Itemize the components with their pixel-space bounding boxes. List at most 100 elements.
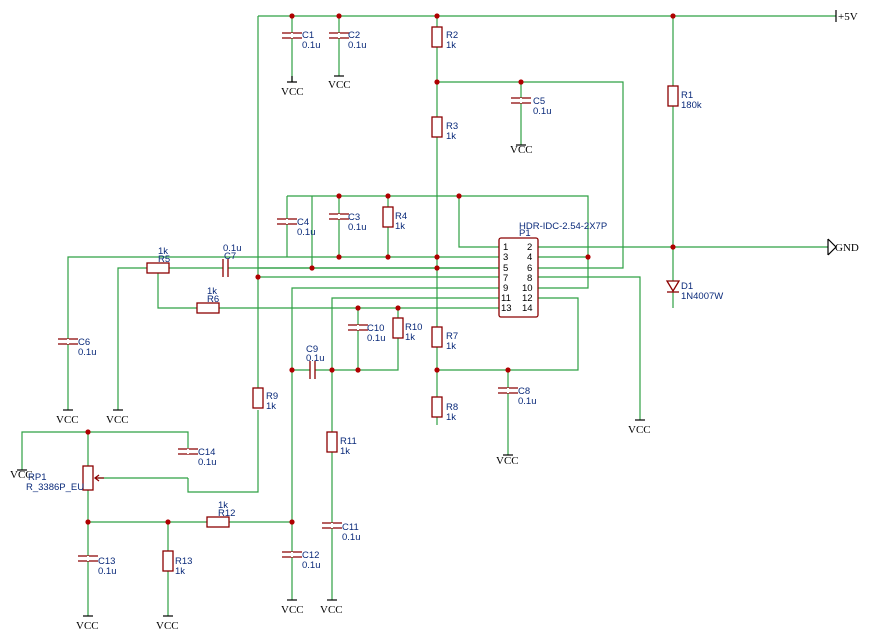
resistor-ref: R9 bbox=[266, 391, 278, 402]
resistor-r10[interactable]: R10 1k bbox=[392, 317, 422, 343]
junction bbox=[309, 265, 315, 271]
plus5v-port: +5V bbox=[835, 10, 858, 23]
potentiometer-rp1[interactable]: RP1 R_3386P_EU bbox=[26, 465, 104, 493]
junction bbox=[289, 367, 295, 373]
resistor-body bbox=[431, 326, 443, 348]
resistor-r11[interactable]: R11 1k bbox=[326, 431, 357, 457]
junction bbox=[355, 305, 361, 311]
gnd-symbol bbox=[827, 238, 837, 256]
capacitor-c10[interactable]: C10 0.1u bbox=[348, 323, 386, 344]
junction bbox=[385, 254, 391, 260]
resistor-r1[interactable]: R1 180k bbox=[667, 85, 702, 111]
resistor-r5[interactable]: 1k R5 bbox=[146, 246, 170, 274]
resistor-value: 1k bbox=[266, 401, 276, 412]
pin-number: 14 bbox=[522, 303, 533, 314]
junction bbox=[165, 519, 171, 525]
resistor-body bbox=[146, 262, 170, 274]
resistor-ref: R4 bbox=[395, 211, 407, 222]
capacitor-plates bbox=[222, 259, 229, 277]
capacitor-c6[interactable]: C6 0.1u bbox=[58, 337, 97, 358]
capacitor-ref: C9 bbox=[306, 344, 318, 355]
capacitor-ref: C13 bbox=[98, 556, 115, 567]
vcc-label: VCC bbox=[56, 414, 79, 426]
resistor-body bbox=[667, 85, 679, 107]
pin-number: 4 bbox=[527, 252, 532, 263]
resistor-r3[interactable]: R3 1k bbox=[431, 116, 458, 142]
resistor-r12[interactable]: 1k R12 bbox=[206, 500, 235, 528]
vcc-symbol-c8: VCC bbox=[496, 454, 519, 467]
resistor-ref: R11 bbox=[340, 436, 357, 447]
junction bbox=[329, 367, 335, 373]
capacitor-value: 0.1u bbox=[348, 222, 367, 233]
wire-pin3-left bbox=[67, 256, 499, 410]
capacitor-c8[interactable]: C8 0.1u bbox=[498, 386, 537, 407]
capacitor-c9[interactable]: C9 0.1u bbox=[306, 344, 325, 379]
capacitor-c3[interactable]: C3 0.1u bbox=[329, 212, 367, 233]
resistor-value: 1k bbox=[175, 566, 185, 577]
junctions bbox=[85, 13, 676, 525]
capacitor-value: 0.1u bbox=[533, 106, 552, 117]
wire-pin9 bbox=[291, 287, 499, 600]
wire-c10-r10 bbox=[357, 308, 399, 371]
capacitor-value: 0.1u bbox=[98, 566, 117, 577]
vcc-symbol-c12: VCC bbox=[281, 599, 304, 616]
pot-body bbox=[82, 465, 94, 491]
resistor-value: 1k bbox=[405, 332, 415, 343]
resistor-r8[interactable]: R8 1k bbox=[431, 396, 458, 423]
vcc-label: VCC bbox=[510, 144, 533, 156]
capacitor-value: 0.1u bbox=[518, 396, 537, 407]
resistor-r9[interactable]: R9 1k bbox=[252, 387, 278, 412]
pot-ref: RP1 bbox=[28, 472, 46, 483]
wire-pin1 bbox=[458, 196, 499, 248]
resistor-ref: R3 bbox=[446, 121, 458, 132]
vcc-symbol-c5: VCC bbox=[510, 144, 533, 156]
resistor-r13[interactable]: R13 1k bbox=[162, 550, 192, 577]
resistor-value: 1k bbox=[218, 500, 228, 511]
capacitor-c2[interactable]: C2 0.1u bbox=[329, 30, 367, 51]
resistor-value: 1k bbox=[446, 131, 456, 142]
capacitor-c4[interactable]: C4 0.1u bbox=[277, 217, 316, 238]
capacitor-ref: C5 bbox=[533, 96, 545, 107]
capacitor-ref: C8 bbox=[518, 386, 530, 397]
connector-p1[interactable]: P1 HDR-IDC-2.54-2X7P 1 2 3 4 5 6 7 8 9 1… bbox=[498, 221, 607, 318]
pin-number: 13 bbox=[501, 303, 512, 314]
resistor-body bbox=[326, 431, 338, 453]
resistor-r4[interactable]: R4 1k bbox=[382, 206, 407, 232]
resistor-ref: R8 bbox=[446, 402, 458, 413]
resistor-value: 1k bbox=[446, 341, 456, 352]
pot-wiper-arrow bbox=[93, 474, 104, 482]
capacitor-c12[interactable]: C12 0.1u bbox=[282, 550, 321, 571]
capacitor-ref: C14 bbox=[198, 447, 215, 458]
diode-d1[interactable]: D1 1N4007W bbox=[665, 280, 723, 302]
capacitor-c7[interactable]: 0.1u C7 bbox=[222, 243, 242, 277]
wire-pin5 bbox=[117, 267, 499, 410]
vcc-label: VCC bbox=[628, 424, 651, 436]
gnd-label: GND bbox=[835, 242, 859, 254]
junction bbox=[85, 429, 91, 435]
resistor-value: 1k bbox=[207, 286, 217, 297]
resistor-r2[interactable]: R2 1k bbox=[431, 26, 458, 51]
capacitor-value: 0.1u bbox=[302, 40, 321, 51]
junction bbox=[434, 254, 440, 260]
connector-value: HDR-IDC-2.54-2X7P bbox=[519, 221, 607, 232]
capacitor-c1[interactable]: C1 0.1u bbox=[282, 30, 321, 51]
vcc-label: VCC bbox=[496, 455, 519, 467]
vcc-symbols: VCC VCC VCC VCC VCC VCC VCC VCC VCC VCC … bbox=[10, 75, 651, 632]
vcc-label: VCC bbox=[320, 604, 343, 616]
resistor-value: 1k bbox=[340, 446, 350, 457]
resistor-value: 1k bbox=[158, 246, 168, 257]
capacitor-value: 0.1u bbox=[348, 40, 367, 51]
junction bbox=[355, 367, 361, 373]
vcc-label: VCC bbox=[106, 414, 129, 426]
wire-c4-top-bus bbox=[287, 195, 589, 289]
capacitor-c5[interactable]: C5 0.1u bbox=[511, 96, 552, 117]
resistor-r6[interactable]: 1k R6 bbox=[196, 286, 220, 314]
capacitor-c11[interactable]: C11 0.1u bbox=[322, 522, 361, 543]
capacitor-ref: C1 bbox=[302, 30, 314, 41]
junction bbox=[434, 79, 440, 85]
junction bbox=[336, 193, 342, 199]
capacitor-c14[interactable]: C14 0.1u bbox=[178, 447, 217, 468]
capacitor-c13[interactable]: C13 0.1u bbox=[78, 555, 117, 577]
resistor-r7[interactable]: R7 1k bbox=[431, 326, 458, 352]
gnd-port: GND bbox=[827, 238, 859, 256]
